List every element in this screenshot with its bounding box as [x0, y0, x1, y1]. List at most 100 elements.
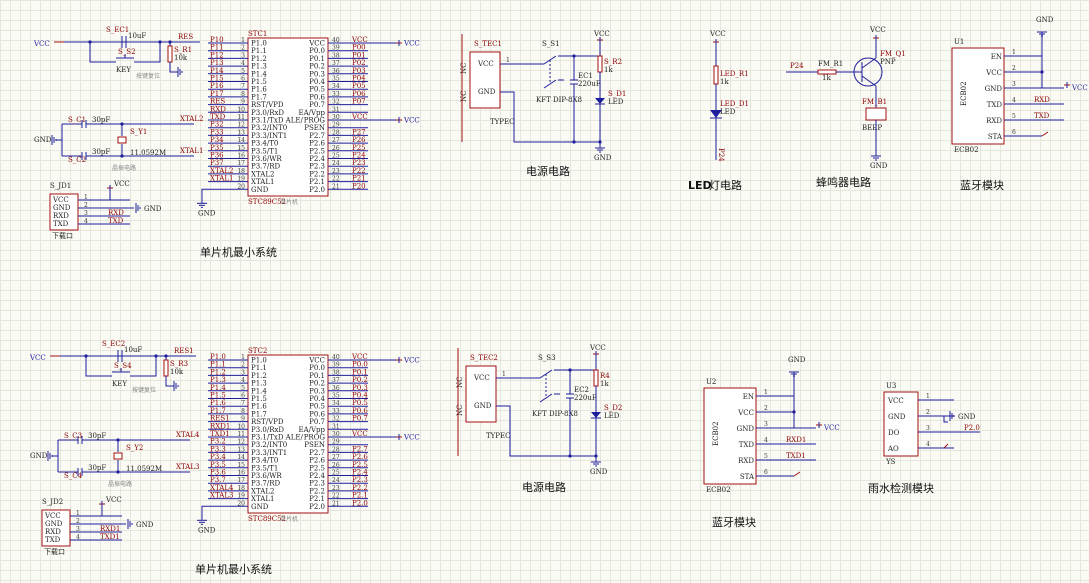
pin-name: P2.3	[309, 163, 325, 171]
ground-symbol	[47, 451, 53, 461]
pin-name: P2.2	[309, 170, 325, 178]
pin-number: 5	[241, 68, 245, 75]
pin-name: XTAL1	[251, 495, 274, 503]
pin-name: P3.6/WR	[251, 155, 282, 163]
net-label: P3.6	[210, 469, 226, 477]
pin-number: 6	[764, 469, 768, 476]
pin-name: P1.6	[251, 86, 267, 94]
net-label: P1.7	[210, 407, 226, 415]
pin-name: GND	[251, 186, 269, 194]
pin-name: VCC	[308, 357, 325, 365]
header-pin: RXD	[53, 212, 69, 220]
pin-number: 23	[332, 485, 340, 492]
pin-name: P2.0	[309, 503, 325, 511]
pin-number: 21	[332, 500, 340, 507]
cap-value: 30pF	[92, 148, 110, 156]
transistor-body	[853, 57, 883, 87]
pin-number: 1	[502, 371, 506, 378]
net-label: P0.7	[352, 415, 368, 423]
circuit-note: 按键复位	[136, 72, 160, 80]
pin-name: P1.3	[251, 380, 267, 388]
pin-name: PSEN	[304, 441, 325, 449]
typec-connector	[469, 51, 501, 109]
pin-number: 26	[332, 145, 340, 152]
module-part: ECB02	[706, 486, 731, 494]
net-label: P2.6	[352, 453, 368, 461]
module-pin-name: RXD	[738, 457, 754, 465]
junction-dot	[572, 54, 576, 58]
pin-name: P3.0/RxD	[251, 426, 284, 434]
net-label: TXD	[108, 217, 124, 225]
pin-name: P2.0	[309, 186, 325, 194]
pin-number: 34	[332, 400, 340, 407]
net-label: P2.4	[352, 469, 368, 477]
pin-name: P2.7	[309, 132, 325, 140]
net-label: P32	[210, 121, 224, 129]
net-label: P24	[790, 62, 804, 70]
net-label: TXD1	[786, 452, 806, 460]
pin-number: 3	[241, 52, 245, 59]
pin-name: P0.5	[309, 86, 325, 94]
wire	[793, 471, 801, 477]
pin-name: P3.7/RD	[251, 480, 280, 488]
caption-rain: 雨水检测模块	[868, 481, 934, 495]
pin-name: P2.6	[309, 457, 325, 465]
pin-number: 1	[76, 510, 80, 517]
header-pin: RXD	[45, 528, 61, 536]
cap-ref: S_C1	[68, 116, 86, 124]
pin-name: RST/VPD	[251, 418, 284, 426]
pin-number: 2	[926, 409, 930, 416]
nc-label: NC	[456, 377, 464, 388]
ground-symbol	[197, 519, 207, 525]
header-note: 下载口	[44, 547, 65, 556]
pin-number: 2	[84, 202, 88, 209]
pin-number: 19	[237, 176, 245, 183]
net-label: P25	[352, 144, 366, 152]
pin-number: 3	[764, 421, 768, 428]
crystal-value: 11.0592M	[126, 465, 162, 473]
gnd-label: GND	[958, 413, 976, 421]
cap-value: 10uF	[124, 346, 142, 354]
pin-name: P2.1	[309, 495, 325, 503]
pin-number: 1	[241, 37, 245, 44]
junction-dot	[116, 438, 120, 442]
wire	[496, 405, 596, 457]
pin-number: 39	[332, 45, 340, 52]
resistor	[597, 55, 603, 73]
pin-number: 11	[237, 431, 245, 438]
vcc-label: VCC	[869, 26, 886, 34]
vcc-label: VCC	[589, 344, 606, 352]
vcc-label: VCC	[33, 40, 50, 48]
mcu-part: STC89C52	[248, 198, 286, 206]
pin-name: P1.5	[251, 395, 267, 403]
net-label: P23	[352, 159, 366, 167]
net-label: P04	[352, 75, 366, 83]
pin-number: 31	[332, 106, 340, 113]
header-body	[41, 509, 71, 547]
pin-name: XTAL1	[251, 178, 274, 186]
pin-name: P2.7	[309, 449, 325, 457]
net-label: P2.3	[352, 476, 368, 484]
pin-number: 13	[237, 129, 245, 136]
junction-dot	[568, 454, 572, 458]
buzzer-ref: FM_B1	[862, 98, 887, 106]
pin-number: 12	[237, 439, 245, 446]
pin-name: GND	[251, 503, 269, 511]
led-type: LED	[604, 412, 620, 420]
net-label: RXD1	[210, 422, 230, 430]
pin-name: P3.3/INT1	[251, 449, 287, 457]
cap-ref: EC1	[578, 72, 593, 80]
pin-number: 35	[332, 76, 340, 83]
pin-number: 9	[241, 416, 245, 423]
net-label: VCC	[351, 36, 368, 44]
vcc-label: VCC	[403, 117, 420, 125]
net-label: RES	[178, 33, 193, 41]
pin-name: P2.5	[309, 464, 325, 472]
net-label: P2.0	[352, 499, 368, 507]
pin-number: 1	[506, 57, 510, 64]
pin-number: 2	[241, 362, 245, 369]
